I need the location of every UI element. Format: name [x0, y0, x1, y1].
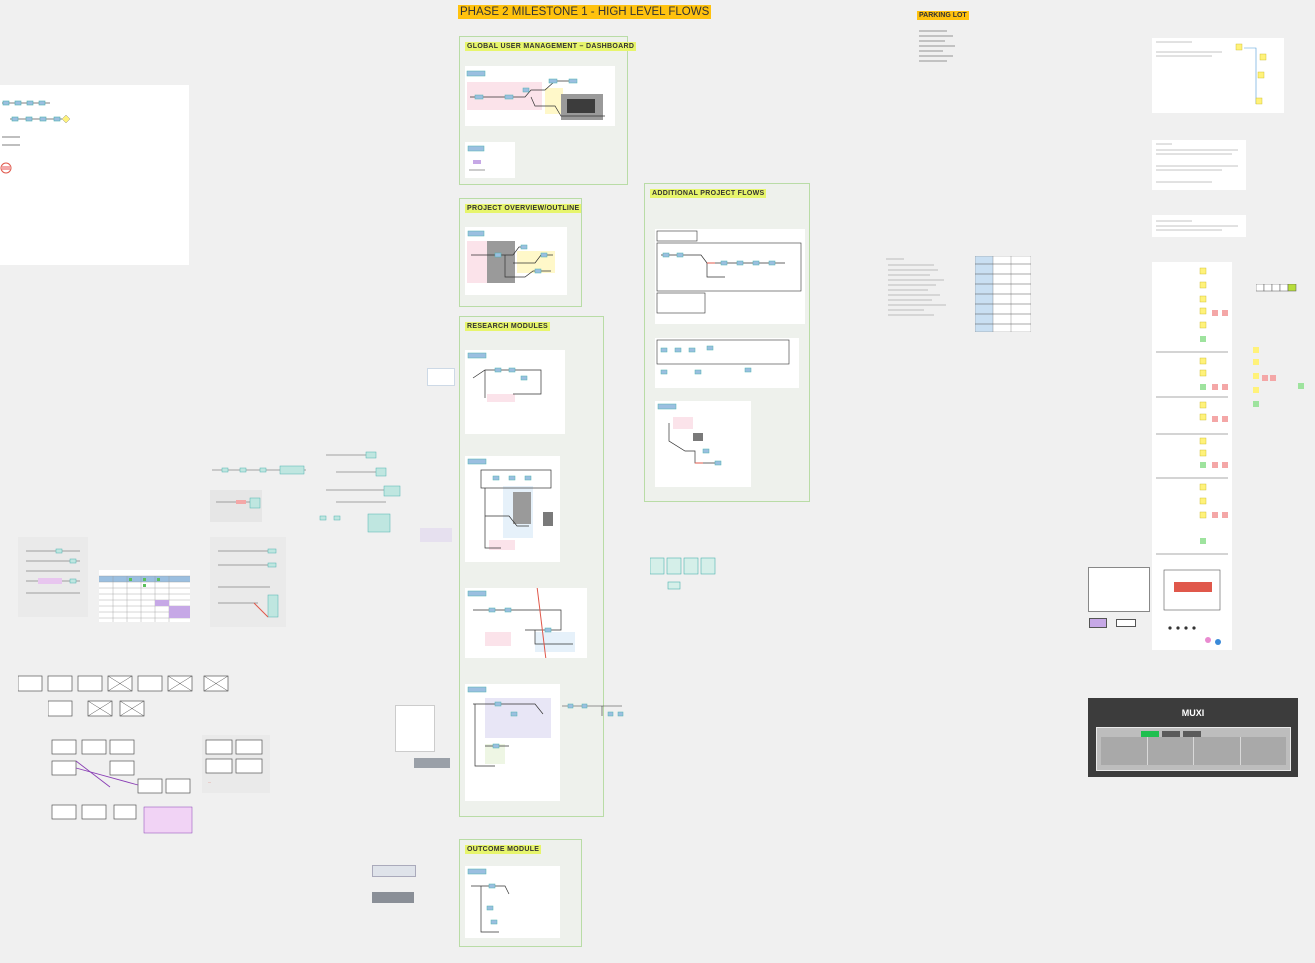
flow-strip[interactable] — [372, 892, 414, 903]
notes-list — [884, 256, 950, 318]
flow-frame[interactable] — [465, 456, 560, 562]
wireframe-cluster-mid[interactable] — [316, 450, 404, 545]
small-node[interactable] — [420, 528, 452, 542]
muxi-tab-active[interactable] — [1141, 731, 1159, 739]
additional-flow-1 — [656, 230, 802, 314]
section-outcome-module[interactable]: OUTCOME MODULE — [459, 839, 582, 947]
parking-lot-label: PARKING LOT — [917, 11, 969, 20]
research-flow-4 — [467, 686, 551, 767]
outcome-flow-diagram — [467, 868, 510, 933]
flow-strip[interactable] — [372, 865, 416, 877]
additional-flow-2 — [656, 339, 790, 375]
right-frame-text — [1156, 220, 1238, 231]
wireframe-cluster-far-left[interactable] — [18, 537, 88, 617]
additional-flow-3 — [657, 403, 722, 466]
research-flow-1 — [467, 352, 542, 402]
screenshot-thumbnail[interactable] — [395, 705, 435, 752]
screen-row-1[interactable] — [18, 675, 230, 693]
connector-flow[interactable] — [562, 700, 626, 720]
muxi-panel[interactable]: MUXI — [1088, 698, 1298, 777]
right-frame-flow — [1156, 41, 1267, 105]
flow-frame[interactable] — [465, 66, 615, 126]
connector-flow-diagram — [562, 703, 624, 717]
flow-frame[interactable] — [465, 866, 560, 938]
flow-frame[interactable] — [465, 684, 560, 801]
right-frame-tall[interactable] — [1152, 262, 1232, 650]
small-tag[interactable] — [1116, 619, 1136, 627]
matrix-grid — [99, 575, 190, 622]
section-label: ADDITIONAL PROJECT FLOWS — [650, 189, 767, 198]
screen-row-2[interactable] — [48, 700, 148, 718]
cluster-flow — [210, 465, 306, 522]
right-frame-2[interactable] — [1152, 140, 1246, 190]
section-research-modules[interactable]: RESEARCH MODULES — [459, 316, 604, 817]
notes-text-lines — [886, 258, 946, 316]
muxi-tab[interactable] — [1183, 731, 1201, 739]
research-flow-3 — [467, 588, 575, 658]
wireframe-screens — [18, 675, 229, 692]
muxi-tab[interactable] — [1162, 731, 1180, 739]
sticky-stack — [1156, 267, 1228, 645]
section-label: GLOBAL USER MANAGEMENT – DASHBOARD — [465, 42, 637, 51]
flow-frame[interactable] — [655, 229, 805, 324]
small-frame[interactable] — [1088, 567, 1150, 612]
right-frame-1[interactable] — [1152, 38, 1284, 113]
flow-frame[interactable] — [465, 227, 567, 295]
flow-frame[interactable] — [655, 401, 751, 487]
teal-card-group — [650, 557, 716, 590]
swatch-row — [1256, 284, 1297, 292]
gray-flow-strip[interactable] — [414, 758, 450, 768]
wireframe-screens — [48, 700, 145, 717]
flow-frame[interactable] — [465, 142, 515, 178]
research-flow-2 — [467, 458, 553, 550]
matrix-table[interactable] — [99, 570, 190, 622]
wireframe-cluster-mid2[interactable] — [210, 537, 286, 627]
notes-text-lines — [919, 30, 955, 62]
sticky-scatter[interactable] — [1252, 345, 1312, 410]
section-global-user-management[interactable]: GLOBAL USER MANAGEMENT – DASHBOARD — [459, 36, 637, 185]
section-project-overview[interactable]: PROJECT OVERVIEW/OUTLINE — [459, 198, 582, 307]
board-title: PHASE 2 MILESTONE 1 - HIGH LEVEL FLOWS — [458, 5, 712, 19]
section-additional-project-flows[interactable]: ADDITIONAL PROJECT FLOWS — [644, 183, 810, 502]
flow-frame[interactable] — [465, 588, 587, 658]
section-label: PROJECT OVERVIEW/OUTLINE — [465, 204, 582, 213]
sticky-note[interactable] — [427, 368, 455, 386]
screen-cluster-3[interactable]: — — [18, 735, 270, 837]
dashboard-flow-diagram — [466, 70, 605, 120]
right-frame-3[interactable] — [1152, 215, 1246, 237]
notes-table[interactable] — [975, 256, 1031, 332]
svg-text:—: — — [208, 780, 211, 784]
muxi-columns — [1101, 737, 1286, 765]
small-tag[interactable] — [1089, 618, 1107, 628]
section-label: OUTCOME MODULE — [465, 845, 542, 854]
left-frame-flow — [0, 100, 71, 174]
cluster-flow — [210, 537, 286, 627]
section-label: RESEARCH MODULES — [465, 322, 551, 331]
wireframe-screens: — — [51, 735, 270, 834]
muxi-inner-frame — [1096, 727, 1291, 771]
flow-frame[interactable] — [465, 350, 565, 434]
notes-table-grid — [975, 256, 1031, 332]
right-frame-text — [1156, 143, 1238, 183]
wireframe-cluster-left[interactable] — [210, 460, 310, 525]
overview-flow-diagram — [467, 230, 555, 283]
cluster-flow — [18, 537, 88, 617]
left-frame[interactable] — [0, 85, 189, 265]
cluster-flow — [319, 451, 401, 533]
parking-lot-notes — [917, 28, 959, 64]
dashboard-subflow-diagram — [467, 145, 485, 171]
flow-frame[interactable] — [655, 338, 799, 388]
teal-cards[interactable] — [650, 556, 716, 592]
sticky-scatter-group — [1253, 347, 1304, 407]
color-swatches[interactable] — [1256, 284, 1298, 292]
muxi-title: MUXI — [1181, 708, 1205, 718]
